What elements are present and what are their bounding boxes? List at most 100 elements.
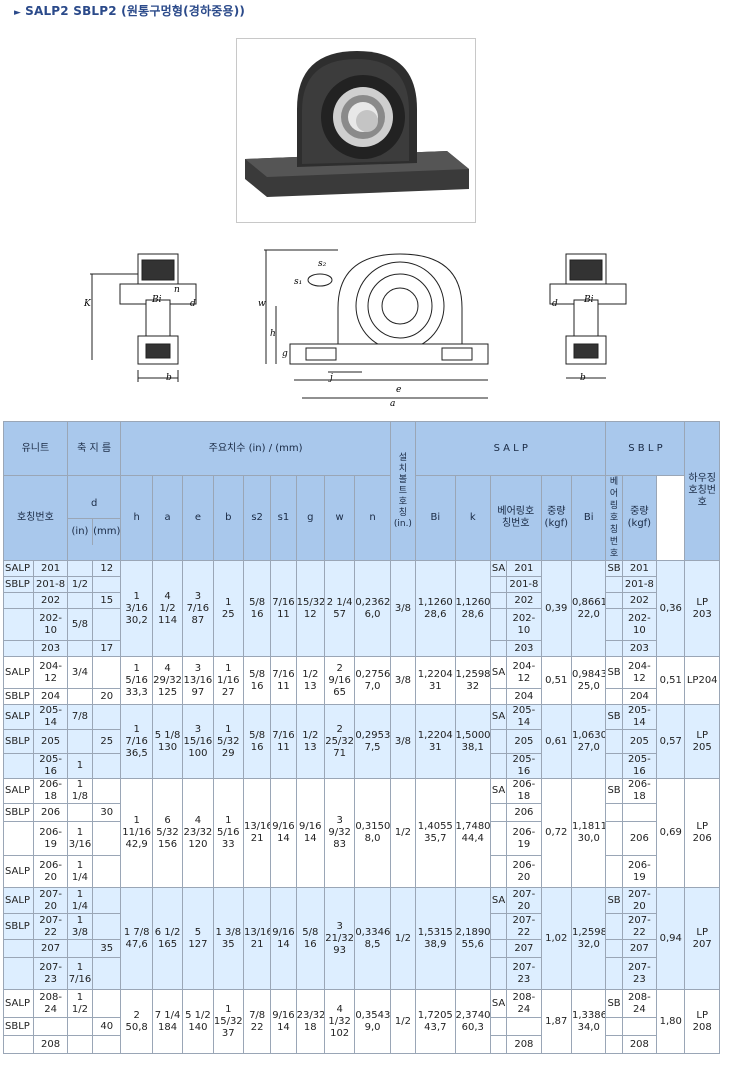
shaft-mm xyxy=(92,778,122,804)
header-d-label: d xyxy=(68,491,120,519)
shaft-inch: 1 1/2 xyxy=(66,989,94,1018)
header-bolt: 설 치 볼 트 호 칭 (in.) xyxy=(389,421,417,561)
label-j: j xyxy=(328,373,333,383)
sblp-bearing-no: 207- 20 xyxy=(621,887,658,914)
sblp-bearing-no: 208- 24 xyxy=(621,989,658,1018)
header-g: g xyxy=(295,475,325,561)
dim-n: 0,2953 7,5 xyxy=(354,704,391,779)
salp-prefix: SA xyxy=(489,887,508,914)
dim-s1: 7/16 11 xyxy=(270,704,297,779)
header-sblp-bi: Bi xyxy=(570,475,607,561)
sblp-bi: 0,8661 22,0 xyxy=(570,560,607,657)
dim-b: 1 5/16 33 xyxy=(212,778,244,888)
label-w: w xyxy=(258,299,266,309)
sblp-prefix xyxy=(605,1035,623,1054)
sblp-weight: 0,36 xyxy=(656,560,686,657)
salp-bearing-no: 205- 14 xyxy=(506,704,542,730)
sblp-prefix xyxy=(605,688,623,705)
dim-g: 23/32 18 xyxy=(295,989,325,1054)
shaft-inch: 3/4 xyxy=(66,656,94,689)
dimension-drawings: K n Bi d b w h g j e a s₁ s₂ xyxy=(80,240,640,410)
ref-number: 206 xyxy=(33,803,68,822)
dim-h: 1 11/16 42,9 xyxy=(120,778,153,888)
shaft-mm xyxy=(92,576,122,593)
salp-bearing-no: 207- 20 xyxy=(506,887,542,914)
dim-e: 3 13/16 97 xyxy=(182,656,214,705)
product-photo xyxy=(236,38,476,223)
bolt-size: 1/2 xyxy=(389,989,417,1054)
label-g: g xyxy=(282,349,288,359)
dim-h: 1 5/16 33,3 xyxy=(120,656,153,705)
sblp-bearing-no: 201-8 xyxy=(621,576,658,593)
sblp-prefix xyxy=(605,1017,623,1036)
sblp-weight: 0,69 xyxy=(656,778,686,888)
dim-a: 6 1/2 165 xyxy=(151,887,184,990)
series-prefix xyxy=(2,753,35,779)
label-Bi-right: Bi xyxy=(583,295,594,305)
salp-bearing-no: 204 xyxy=(506,688,542,705)
label-d: d xyxy=(190,299,196,309)
shaft-inch: 1 1/4 xyxy=(66,887,94,914)
sblp-weight: 0,57 xyxy=(656,704,686,779)
sblp-bearing-no: 206 xyxy=(621,821,658,856)
dim-e: 3 7/16 87 xyxy=(182,560,214,657)
salp-bearing-no: 206- 18 xyxy=(506,778,542,804)
header-a: a xyxy=(151,475,184,561)
ref-number: 202 xyxy=(33,592,68,609)
sblp-prefix: SB xyxy=(605,560,623,577)
sblp-bearing-no: 204 xyxy=(621,688,658,705)
sblp-bearing-no: 202- 10 xyxy=(621,608,658,641)
sblp-bearing-no: 206- 19 xyxy=(621,855,658,888)
series-prefix: SBLP xyxy=(2,803,35,822)
label-b-right: b xyxy=(580,373,586,383)
housing-no: LP 205 xyxy=(684,704,720,779)
shaft-inch xyxy=(66,560,94,577)
salp-bearing-no: 202- 10 xyxy=(506,608,542,641)
salp-prefix xyxy=(489,592,508,609)
sblp-bearing-no: 205 xyxy=(621,729,658,754)
dim-b: 1 1/16 27 xyxy=(212,656,244,705)
dim-s1: 9/16 14 xyxy=(270,887,297,990)
shaft-mm xyxy=(92,704,122,730)
salp-bearing-no: 208- 24 xyxy=(506,989,542,1018)
salp-bearing-no: 207 xyxy=(506,939,542,958)
header-shaft: 축 지 름 xyxy=(66,421,122,476)
sblp-bearing-no: 204- 12 xyxy=(621,656,658,689)
sblp-prefix xyxy=(605,729,623,754)
bolt-size: 1/2 xyxy=(389,778,417,888)
sblp-weight: 0,94 xyxy=(656,887,686,990)
header-housing: 하우징 호칭번 호 xyxy=(684,421,720,561)
header-sblp-bearing-no: 베어링 호칭번호 xyxy=(605,475,623,561)
bolt-size: 3/8 xyxy=(389,704,417,779)
header-salp-bearing-no: 베어링호 칭번호 xyxy=(489,475,542,561)
sblp-bi: 1,0630 27,0 xyxy=(570,704,607,779)
sblp-bi: 1,2598 32,0 xyxy=(570,887,607,990)
ref-number: 208- 24 xyxy=(33,989,68,1018)
dim-s1: 9/16 14 xyxy=(270,989,297,1054)
label-h: h xyxy=(270,329,276,339)
series-prefix: SALP xyxy=(2,656,35,689)
series-prefix: SALP xyxy=(2,560,35,577)
dim-h: 1 7/16 36,5 xyxy=(120,704,153,779)
ref-number: 207- 20 xyxy=(33,887,68,914)
label-d-right: d xyxy=(552,299,558,309)
dim-b: 1 5/32 29 xyxy=(212,704,244,779)
series-prefix: SBLP xyxy=(2,1017,35,1036)
ref-number: 201 xyxy=(33,560,68,577)
bolt-size: 1/2 xyxy=(389,887,417,990)
side-view-right xyxy=(549,253,627,379)
sblp-prefix xyxy=(605,957,623,990)
sblp-bearing-no: 203 xyxy=(621,640,658,657)
header-n: n xyxy=(354,475,391,561)
housing-no: LP 207 xyxy=(684,887,720,990)
header-ref-no: 호칭번호 xyxy=(3,475,68,561)
shaft-inch: 1/2 xyxy=(66,576,94,593)
salp-bearing-no: 207- 23 xyxy=(506,957,542,990)
